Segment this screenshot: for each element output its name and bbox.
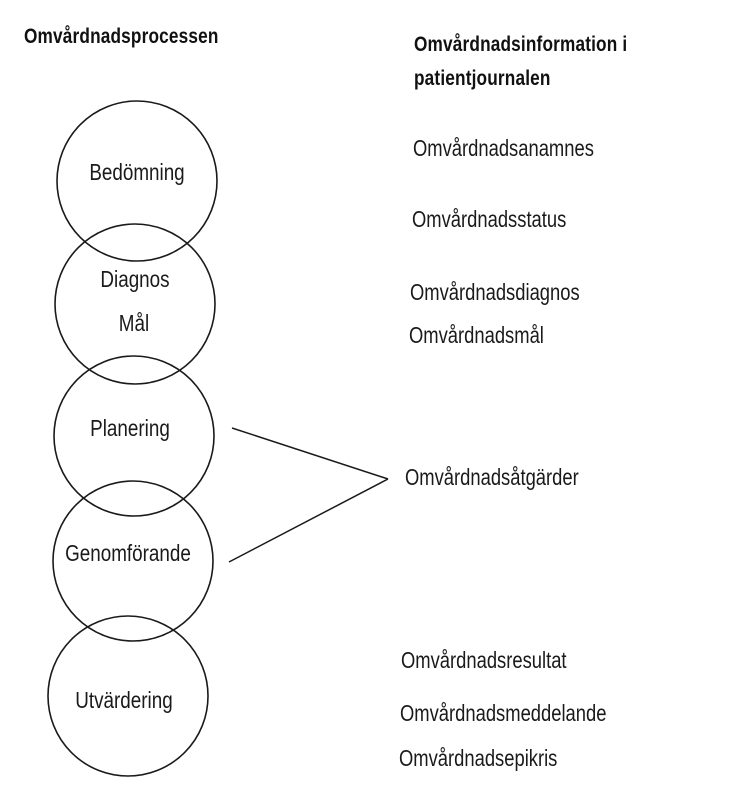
journal-item: Omvårdnadsåtgärder <box>405 465 579 490</box>
step-circle-implementation <box>52 480 214 642</box>
journal-item: Omvårdnadsanamnes <box>413 136 594 161</box>
connector-implementation <box>228 478 389 563</box>
journal-heading-line-1: Omvårdnadsinformation i <box>414 33 628 56</box>
process-step-labels: Bedömning Diagnos Mål Planering Genomför… <box>65 160 191 713</box>
journal-item: Omvårdnadsepikris <box>399 746 557 771</box>
connector-planning <box>231 427 389 480</box>
process-circles <box>47 100 218 777</box>
journal-item: Omvårdnadsresultat <box>401 648 567 673</box>
step-label: Genomförande <box>65 541 191 566</box>
journal-heading: Omvårdnadsinformation i patientjournalen <box>414 28 627 96</box>
step-circle-diagnosis-goal <box>54 223 216 385</box>
step-circle-planning <box>53 355 215 517</box>
step-circle-evaluation <box>47 615 209 777</box>
journal-item: Omvårdnadsmeddelande <box>400 701 606 726</box>
step-circle-assessment <box>56 100 218 262</box>
step-label: Bedömning <box>89 160 184 185</box>
journal-items: Omvårdnadsanamnes Omvårdnadsstatus Omvår… <box>399 136 606 771</box>
step-label: Planering <box>90 416 170 441</box>
journal-item: Omvårdnadsmål <box>409 323 544 348</box>
step-label: Mål <box>119 311 149 336</box>
journal-item: Omvårdnadsdiagnos <box>410 280 580 305</box>
process-heading: Omvårdnadsprocessen <box>24 25 219 48</box>
journal-item: Omvårdnadsstatus <box>412 207 566 232</box>
step-label: Utvärdering <box>75 688 172 713</box>
journal-heading-line-2: patientjournalen <box>414 67 551 90</box>
step-label: Diagnos <box>100 267 169 292</box>
